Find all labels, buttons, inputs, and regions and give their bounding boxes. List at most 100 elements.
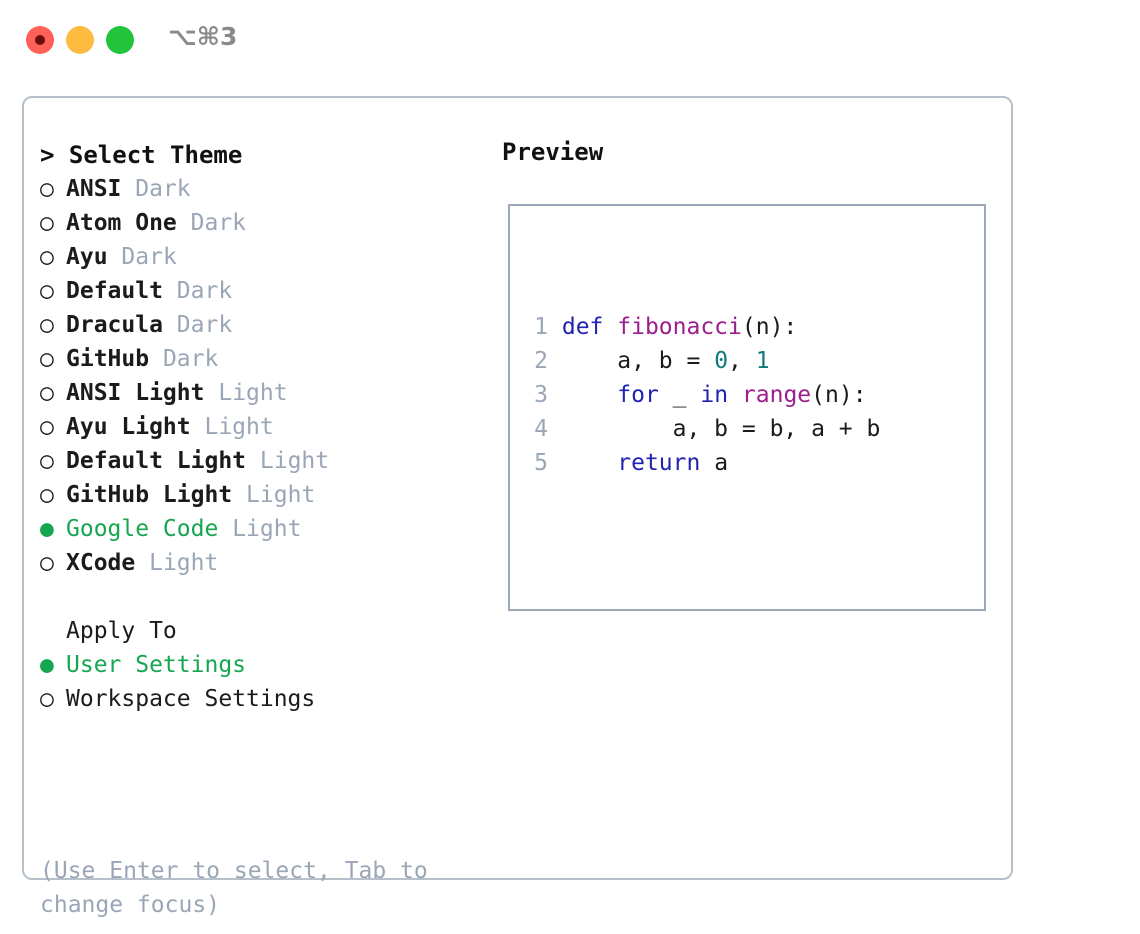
theme-list-item[interactable]: ○ Ayu Dark bbox=[40, 240, 490, 274]
theme-name: Ayu bbox=[66, 244, 108, 270]
code-token: in bbox=[700, 382, 729, 408]
theme-category-label: Light bbox=[218, 380, 288, 406]
apply-to-option-label: Workspace Settings bbox=[66, 686, 316, 712]
code-token: range bbox=[741, 382, 812, 408]
line-number: 2 bbox=[534, 348, 548, 374]
apply-to-header-spacer: ○ bbox=[40, 614, 66, 648]
theme-category-label: Light bbox=[204, 414, 274, 440]
maximize-window-button[interactable] bbox=[106, 26, 134, 54]
theme-list-item[interactable]: ○ Default Dark bbox=[40, 274, 490, 308]
theme-name: ANSI Light bbox=[66, 380, 205, 406]
theme-category-label: Light bbox=[246, 482, 316, 508]
code-token bbox=[728, 382, 742, 408]
apply-to-option[interactable]: ○ Workspace Settings bbox=[40, 682, 490, 716]
theme-list-item[interactable]: ○ANSI Light Light bbox=[40, 376, 490, 410]
code-token: def bbox=[561, 314, 618, 340]
theme-list-item[interactable]: ○Ayu Light Light bbox=[40, 410, 490, 444]
radio-unselected-icon: ○ bbox=[40, 176, 54, 202]
radio-unselected-icon: ○ bbox=[40, 550, 54, 576]
code-token bbox=[562, 450, 617, 476]
theme-name-gap bbox=[163, 278, 177, 304]
radio-unselected-icon: ○ bbox=[40, 346, 54, 372]
keyboard-shortcut-label: ⌥⌘3 bbox=[168, 22, 238, 51]
title-bar: ⌥⌘3 bbox=[0, 0, 1140, 78]
radio-unselected-icon: ○ bbox=[40, 278, 54, 304]
theme-name-gap bbox=[121, 176, 135, 202]
theme-picker-dialog: > Select Theme ○ANSI Dark○Atom One Dark○… bbox=[22, 96, 1013, 918]
line-number: 5 bbox=[534, 450, 548, 476]
code-token: a bbox=[700, 450, 729, 476]
code-token: _ bbox=[658, 382, 701, 408]
theme-list-item[interactable]: ●Google Code Light bbox=[40, 512, 490, 546]
code-token: fibonacci bbox=[617, 314, 742, 340]
theme-category-label: Dark bbox=[135, 176, 191, 202]
gutter-gap bbox=[548, 382, 562, 408]
preview-header: Preview bbox=[502, 138, 604, 166]
theme-name: Default bbox=[66, 278, 163, 304]
code-token: 1 bbox=[755, 348, 770, 374]
code-line: 4 a, b = b, a + b bbox=[518, 412, 908, 446]
radio-selected-icon: ● bbox=[40, 652, 54, 678]
gutter-gap bbox=[548, 416, 562, 442]
theme-list-item[interactable]: ○ Atom One Dark bbox=[40, 206, 490, 240]
line-number: 1 bbox=[534, 314, 548, 340]
theme-category-label: Dark bbox=[176, 312, 233, 338]
theme-list-item[interactable]: ○Dracula Dark bbox=[40, 308, 490, 342]
gutter-gap bbox=[548, 314, 562, 340]
theme-name: Atom One bbox=[66, 210, 177, 236]
theme-name-gap bbox=[246, 448, 260, 474]
section-spacer bbox=[40, 580, 490, 614]
apply-to-list: ●User Settings ○ Workspace Settings bbox=[40, 648, 490, 716]
gutter-gap bbox=[548, 348, 562, 374]
radio-unselected-icon: ○ bbox=[40, 210, 54, 236]
theme-category-label: Dark bbox=[176, 278, 233, 304]
code-line: 5 return a bbox=[518, 446, 908, 480]
gutter-gap bbox=[548, 450, 562, 476]
theme-list-item[interactable]: ○ANSI Dark bbox=[40, 172, 490, 206]
code-line: 3 for _ in range(n): bbox=[518, 378, 908, 412]
theme-name-gap bbox=[135, 550, 149, 576]
theme-name-gap bbox=[149, 346, 163, 372]
theme-list-item[interactable]: ○XCode Light bbox=[40, 546, 490, 580]
apply-to-header-label: Apply To bbox=[66, 618, 177, 644]
theme-list-item[interactable]: ○GitHub Light Light bbox=[40, 478, 490, 512]
apply-to-option[interactable]: ●User Settings bbox=[40, 648, 490, 682]
theme-name-gap bbox=[191, 414, 205, 440]
theme-name: Ayu Light bbox=[66, 414, 191, 440]
close-window-button[interactable] bbox=[26, 26, 54, 54]
theme-name: GitHub bbox=[66, 346, 150, 372]
theme-name: Default Light bbox=[66, 448, 247, 474]
keyboard-hint: (Use Enter to select, Tab to change focu… bbox=[40, 858, 428, 918]
diff-spacer bbox=[518, 548, 908, 582]
theme-name-gap bbox=[204, 380, 218, 406]
code-token: 0 bbox=[714, 348, 729, 374]
line-number: 3 bbox=[534, 382, 548, 408]
theme-list-item[interactable]: ○GitHub Dark bbox=[40, 342, 490, 376]
code-line: 2 a, b = 0, 1 bbox=[518, 344, 908, 378]
theme-category-label: Light bbox=[149, 550, 219, 576]
close-icon bbox=[35, 35, 45, 45]
code-line: 1 def fibonacci(n): bbox=[518, 310, 908, 344]
code-token bbox=[562, 382, 617, 408]
radio-unselected-icon: ○ bbox=[40, 448, 54, 474]
theme-category-label: Light bbox=[259, 448, 330, 474]
radio-unselected-icon: ○ bbox=[40, 244, 54, 270]
code-token: , bbox=[728, 348, 756, 374]
theme-category-label: Dark bbox=[190, 210, 247, 236]
minimize-window-button[interactable] bbox=[66, 26, 94, 54]
theme-name-gap bbox=[108, 244, 122, 270]
theme-category-label: Light bbox=[232, 516, 302, 542]
radio-unselected-icon: ○ bbox=[40, 482, 54, 508]
radio-unselected-icon: ○ bbox=[40, 686, 54, 712]
radio-selected-icon: ● bbox=[40, 516, 54, 542]
theme-name: Dracula bbox=[66, 312, 163, 338]
select-theme-header: > Select Theme bbox=[40, 141, 243, 169]
theme-category-label: Dark bbox=[121, 244, 177, 270]
theme-selection-column: > Select Theme ○ANSI Dark○Atom One Dark○… bbox=[40, 138, 490, 716]
code-token: a, b = b, a + b bbox=[561, 416, 881, 442]
code-token: (n): bbox=[741, 314, 798, 340]
theme-list-item[interactable]: ○ Default Light Light bbox=[40, 444, 490, 478]
theme-list: ○ANSI Dark○Atom One Dark○Ayu Dark○Defaul… bbox=[40, 172, 490, 580]
